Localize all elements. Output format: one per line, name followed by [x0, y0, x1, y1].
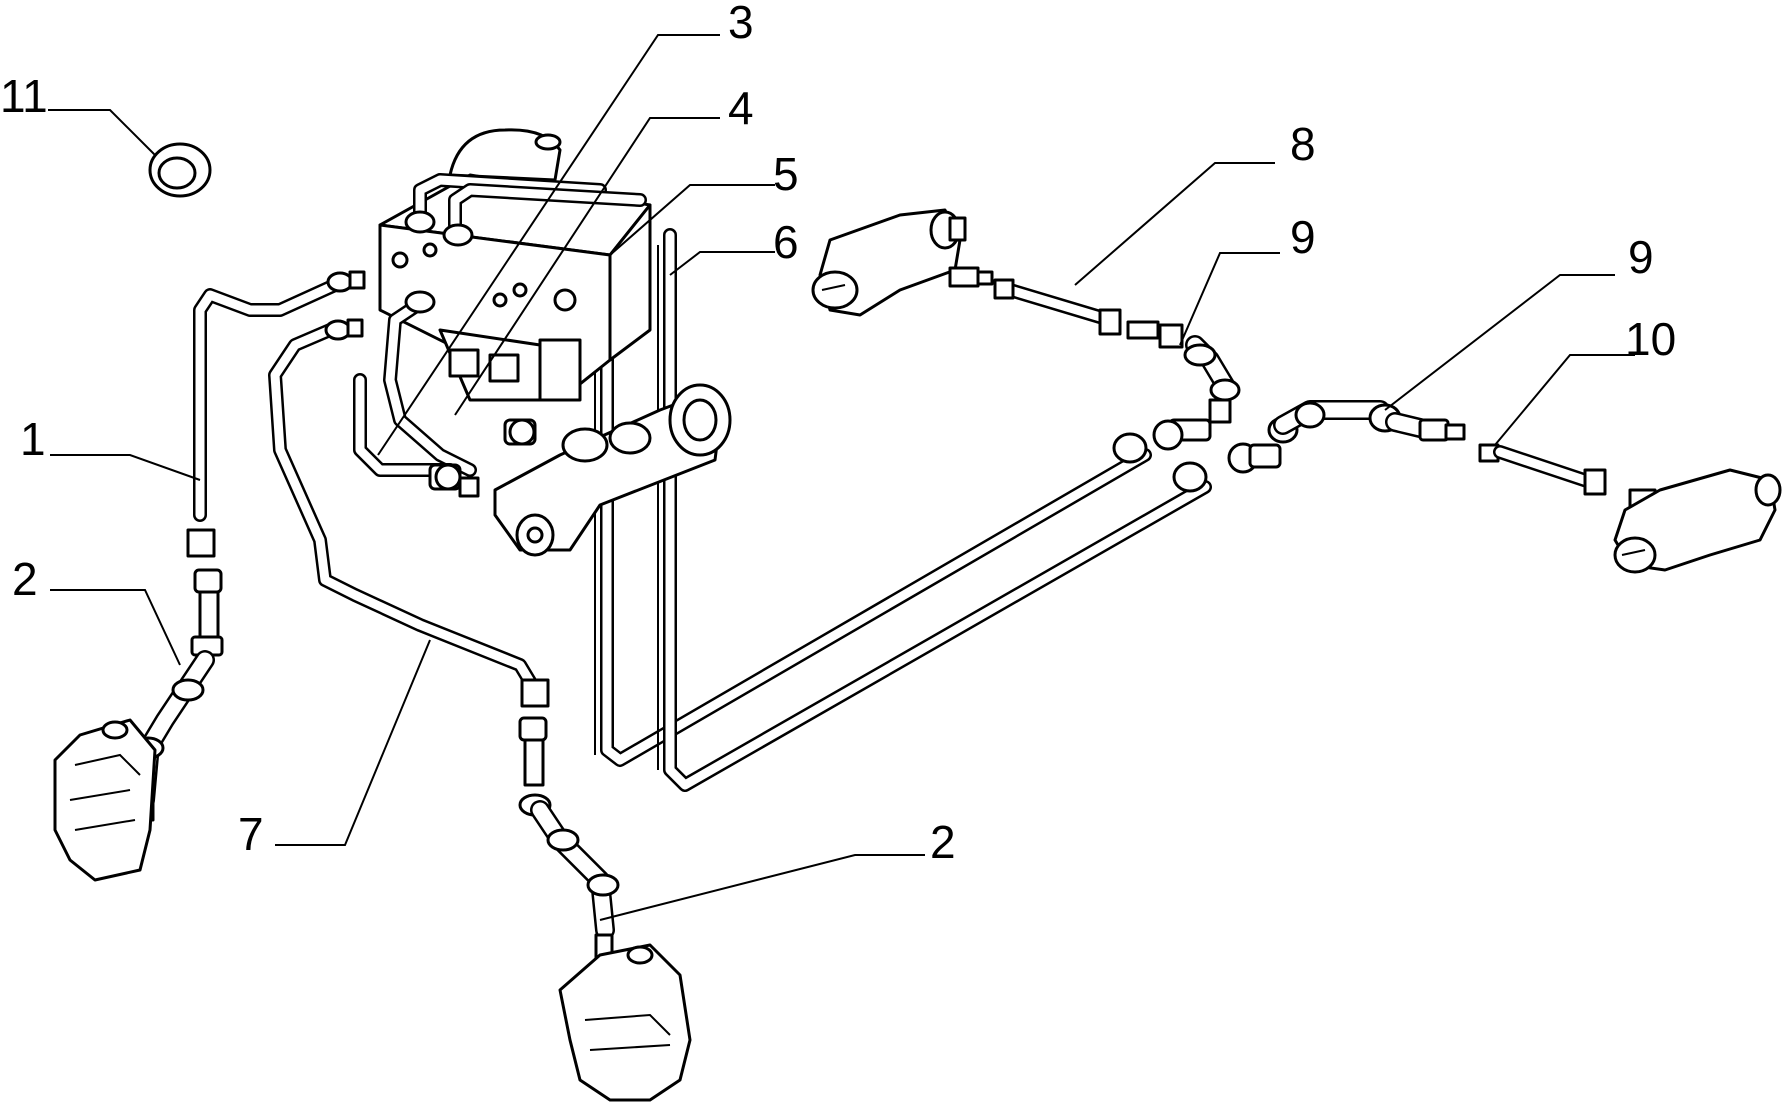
callout-3: 3: [728, 0, 754, 48]
callout-8: 8: [1290, 118, 1316, 170]
pipe-1: [186, 270, 366, 558]
right-flex-hose: [518, 716, 620, 967]
cap-11: [148, 142, 212, 198]
callout-labels: 11 3 4 5 6 8 9 9 10 1 2 7 2: [0, 0, 1676, 868]
left-brake-caliper: [53, 718, 157, 882]
left-rear-regulator: [811, 208, 1184, 349]
right-brake-caliper: [558, 943, 692, 1102]
pipe-7: [268, 318, 550, 708]
callout-10: 10: [1625, 313, 1676, 365]
callout-7: 7: [238, 808, 264, 860]
callout-11: 11: [0, 70, 48, 122]
callout-6: 6: [773, 216, 799, 268]
callout-1: 1: [20, 413, 46, 465]
callout-2-left: 2: [12, 553, 38, 605]
callout-9-right: 9: [1628, 231, 1654, 283]
abs-hydraulic-unit: [378, 128, 652, 402]
callout-5: 5: [773, 148, 799, 200]
callout-2-right: 2: [930, 816, 956, 868]
callout-4: 4: [728, 82, 754, 134]
hose-9-left: [1112, 335, 1241, 493]
pipe-3-4: [353, 290, 537, 498]
master-cylinder: [493, 383, 732, 557]
right-rear-assembly: [1227, 400, 1782, 574]
leader-lines: [48, 34, 1635, 921]
callout-9-left: 9: [1290, 211, 1316, 263]
